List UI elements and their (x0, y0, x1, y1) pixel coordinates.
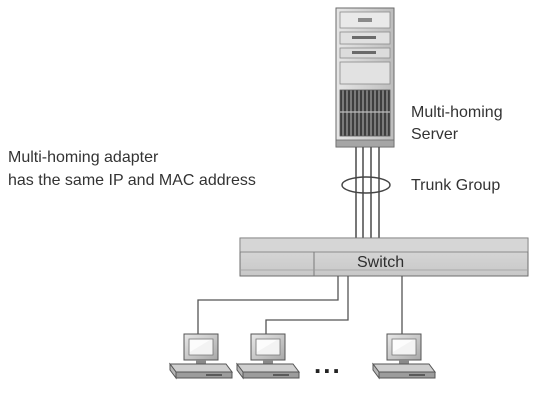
workstation (236, 333, 300, 380)
switch: Switch (239, 237, 529, 277)
adapter-note-line-2: has the same IP and MAC address (8, 172, 256, 189)
workstation (372, 333, 436, 380)
network-switch-icon (239, 237, 529, 277)
server-tower-icon (335, 7, 395, 148)
desktop-computer-icon (236, 333, 300, 380)
desktop-computer-icon (372, 333, 436, 380)
multi-homing-server: Multi-homing Server (335, 7, 503, 148)
switch-label: Switch (357, 254, 404, 271)
workstation-link (265, 276, 349, 334)
trunk-group-label: Trunk Group (411, 177, 500, 194)
desktop-computer-icon (169, 333, 233, 380)
adapter-note-line-1: Multi-homing adapter (8, 149, 159, 166)
more-workstations-ellipsis: ... (314, 349, 342, 379)
workstation-link (197, 276, 339, 334)
server-label-line-1: Multi-homing (411, 104, 503, 121)
trunk-group-ring (341, 176, 391, 194)
server-label-line-2: Server (411, 126, 459, 143)
workstation (169, 333, 233, 380)
workstation-links (197, 276, 403, 334)
